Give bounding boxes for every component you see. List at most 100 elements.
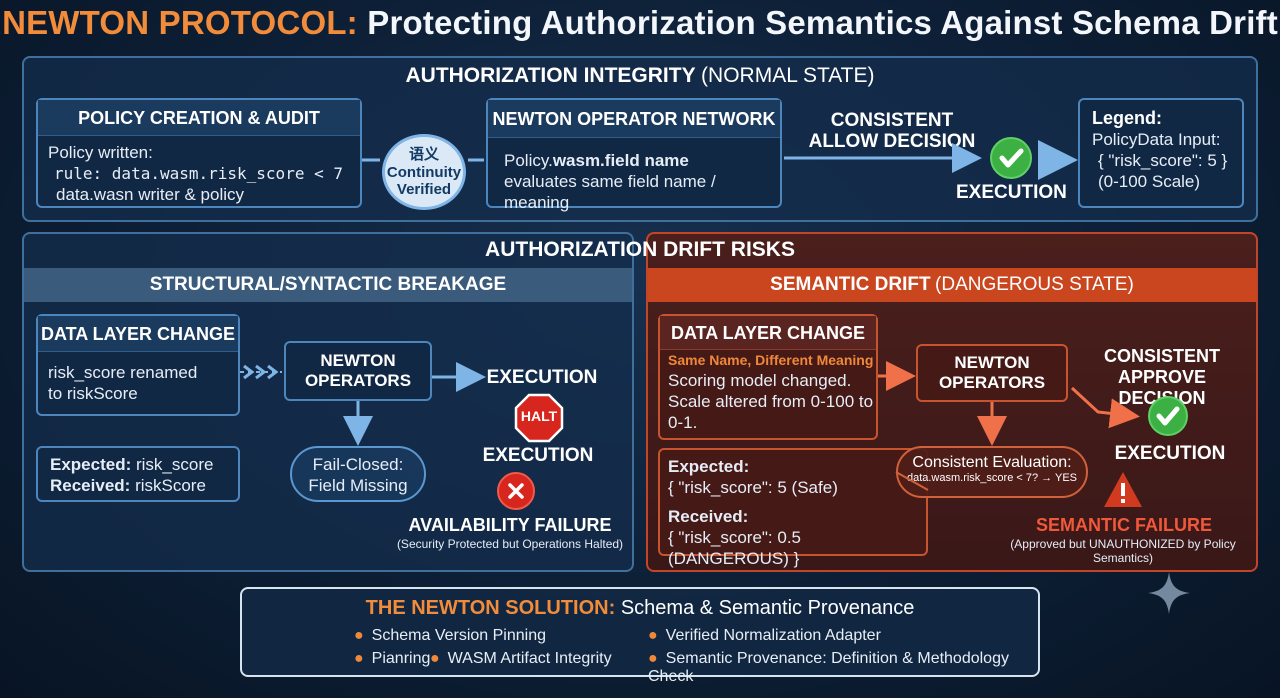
structural-execution-bottom: EXECUTION: [482, 445, 594, 466]
continuity-glyph: 语义: [408, 145, 439, 163]
semantic-operators-line-2: OPERATORS: [938, 373, 1046, 392]
structural-operators-line-1: NEWTON: [320, 351, 396, 370]
allow-decision-label: CONSISTENT ALLOW DECISION: [802, 110, 982, 152]
bullet-icon: ●: [354, 627, 364, 644]
semantic-data-change-box: DATA LAYER CHANGE Same Name, Different M…: [658, 314, 878, 440]
solution-item-4: ● WASM Artifact Integrity: [430, 650, 612, 668]
semantic-change-line-1: Scoring model changed.: [668, 371, 852, 390]
halt-label: HALT: [520, 408, 558, 424]
structural-received-row: Received: riskScore: [50, 475, 238, 496]
structural-received-value: riskScore: [135, 476, 206, 495]
semantic-heading-bold: SEMANTIC DRIFT: [770, 274, 931, 295]
integrity-heading: AUTHORIZATION INTEGRITY (NORMAL STATE): [22, 64, 1258, 88]
structural-change-line-1: risk_score renamed: [48, 363, 198, 382]
check-circle-icon: [990, 137, 1032, 179]
solution-item-2: ●Verified Normalization Adapter: [648, 627, 881, 645]
semantic-expected-value: { "risk_score": 5 (Safe): [668, 478, 838, 497]
semantic-heading-state: (DANGEROUS STATE): [935, 274, 1134, 295]
semantic-failure-title: SEMANTIC FAILURE: [1035, 515, 1212, 535]
solution-title: THE NEWTON SOLUTION: Schema & Semantic P…: [242, 597, 1038, 620]
solution-item-4-text: WASM Artifact Integrity: [447, 650, 612, 667]
legend-title: Legend:: [1092, 108, 1162, 128]
semantic-expected-label: Expected:: [668, 457, 750, 476]
semantic-heading-bar: SEMANTIC DRIFT (DANGEROUS STATE): [648, 268, 1256, 302]
availability-failure-sub: (Security Protected but Operations Halte…: [396, 537, 624, 551]
legend-line-3: (0-100 Scale): [1098, 172, 1201, 191]
fail-closed-line-1: Fail-Closed:: [312, 455, 404, 474]
solution-item-1-text: Schema Version Pinning: [371, 627, 546, 644]
semantic-operators-line-1: NEWTON: [954, 353, 1030, 372]
policy-creation-title: POLICY CREATION & AUDIT: [38, 100, 360, 136]
legend-box: Legend: PolicyData Input: { "risk_score"…: [1078, 98, 1244, 208]
fail-closed-pill: Fail-Closed: Field Missing: [290, 446, 426, 502]
continuity-verified-badge: 语义 Continuity Verified: [382, 134, 466, 210]
semantic-change-line-3: 0-1.: [668, 413, 698, 432]
policy-creation-box: POLICY CREATION & AUDIT Policy written: …: [36, 98, 362, 208]
semantic-received-value: { "risk_score": 0.5 (DANGEROUS) }: [668, 528, 802, 568]
consistent-evaluation-sub: data.wasm.risk_score < 7? → YES: [906, 472, 1078, 484]
legend-line-1: PolicyData Input:: [1092, 130, 1221, 149]
solution-item-1: ● Schema Version Pinning: [354, 627, 546, 645]
bullet-icon: ●: [354, 650, 364, 667]
semantic-data-change-title: DATA LAYER CHANGE: [660, 316, 876, 350]
solution-box: THE NEWTON SOLUTION: Schema & Semantic P…: [240, 587, 1040, 685]
solution-title-rest: Schema & Semantic Provenance: [620, 597, 915, 619]
integrity-heading-state: (NORMAL STATE): [701, 64, 875, 87]
semantic-received-label: Received:: [668, 507, 749, 526]
policy-line-3: data.wasn writer & policy: [56, 185, 245, 204]
structural-expected-value: risk_score: [135, 455, 214, 474]
semantic-failure-sub: (Approved but UNAUTHONIZED by Policy Sem…: [1010, 537, 1236, 565]
solution-item-5-text: Semantic Provenance: Definition & Method…: [648, 650, 1009, 685]
warning-triangle-icon: [1102, 470, 1144, 510]
continuity-line-2: Verified: [396, 181, 452, 198]
legend-line-2: { "risk_score": 5 }: [1098, 151, 1228, 170]
operator-line-1b: wasm.field name: [552, 151, 689, 170]
policy-line-1: Policy written:: [48, 143, 153, 162]
sparkle-icon: [1146, 570, 1192, 616]
halt-sign-icon: HALT: [514, 393, 564, 443]
drift-heading: AUTHORIZATION DRIFT RISKS: [485, 238, 795, 261]
structural-data-change-title: DATA LAYER CHANGE: [38, 316, 238, 352]
structural-data-change-box: DATA LAYER CHANGE risk_score renamed to …: [36, 314, 240, 416]
allow-decision-line-2: ALLOW DECISION: [808, 131, 976, 152]
solution-item-3: ● Pianring: [354, 650, 430, 668]
page-title: NEWTON PROTOCOL: Protecting Authorizatio…: [0, 4, 1280, 42]
bullet-icon: ●: [648, 627, 658, 644]
arrow-eval-link: [895, 471, 929, 491]
structural-heading-bar: STRUCTURAL/SYNTACTIC BREAKAGE: [24, 268, 632, 302]
integrity-execution-label: EXECUTION: [956, 182, 1067, 203]
operator-line-1: Policy.wasm.field name: [504, 150, 780, 171]
solution-item-5: ●Semantic Provenance: Definition & Metho…: [648, 650, 1038, 686]
consistent-evaluation-title: Consistent Evaluation:: [912, 454, 1072, 471]
structural-operators-box: NEWTON OPERATORS: [284, 341, 432, 401]
structural-received-label: Received:: [50, 476, 131, 495]
title-main: Protecting Authorization Semantics Again…: [367, 4, 1278, 41]
arrow-semantic-to-execution: [1070, 386, 1140, 429]
x-circle-icon: [497, 472, 535, 510]
structural-expected-label: Expected:: [50, 455, 132, 474]
structural-expected-row: Expected: risk_score: [50, 454, 238, 475]
semantic-data-change-sub: Same Name, Different Meaning: [668, 352, 874, 368]
approve-decision-label: CONSISTENT APPROVE DECISION: [1076, 346, 1248, 409]
structural-expected-box: Expected: risk_score Received: riskScore: [36, 446, 240, 502]
approve-decision-line-1: CONSISTENT: [1103, 346, 1220, 366]
solution-item-3-text: Pianring: [371, 650, 431, 667]
bullet-icon: ●: [430, 650, 440, 667]
operator-line-2: evaluates same field name / meaning: [504, 172, 716, 212]
structural-heading: STRUCTURAL/SYNTACTIC BREAKAGE: [149, 274, 507, 295]
fail-closed-line-2: Field Missing: [308, 476, 408, 495]
allow-decision-line-1: CONSISTENT: [830, 110, 954, 131]
structural-execution-top: EXECUTION: [486, 367, 598, 388]
availability-failure-title: AVAILABILITY FAILURE: [408, 515, 612, 535]
structural-operators-line-2: OPERATORS: [304, 371, 412, 390]
title-prefix: NEWTON PROTOCOL:: [2, 4, 358, 41]
integrity-heading-bold: AUTHORIZATION INTEGRITY: [405, 64, 696, 87]
semantic-operators-box: NEWTON OPERATORS: [916, 344, 1068, 402]
structural-change-line-2: to riskScore: [48, 384, 138, 403]
semantic-change-line-2: Scale altered from 0-100 to: [668, 392, 874, 411]
operator-network-title: NEWTON OPERATOR NETWORK: [488, 100, 780, 138]
operator-line-1a: Policy.: [504, 151, 553, 170]
semantic-check-circle-icon: [1148, 396, 1188, 436]
solution-title-bold: THE NEWTON SOLUTION:: [365, 597, 616, 619]
